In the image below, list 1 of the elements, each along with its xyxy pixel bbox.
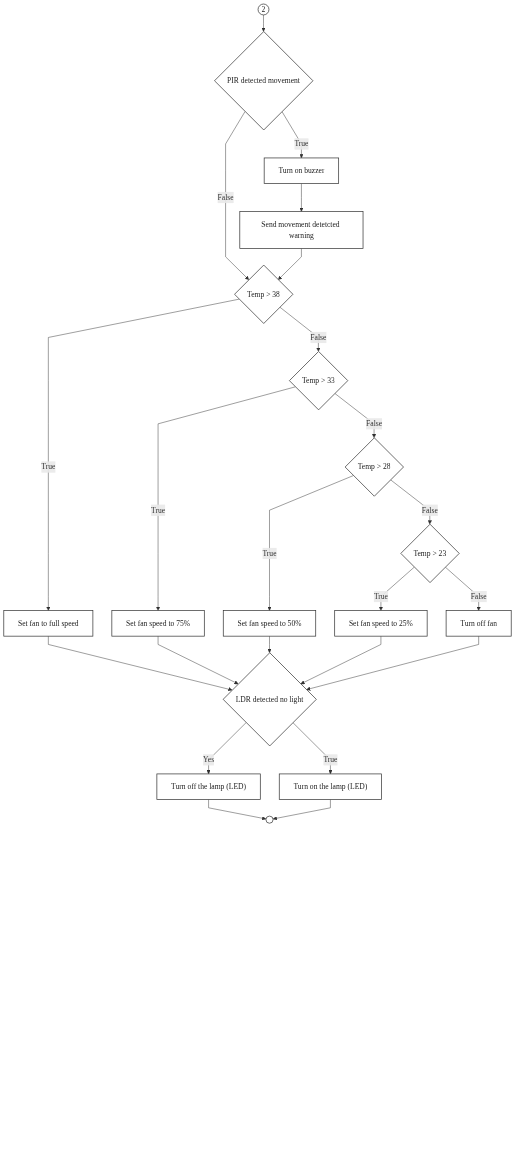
terminal-circle — [265, 815, 274, 824]
